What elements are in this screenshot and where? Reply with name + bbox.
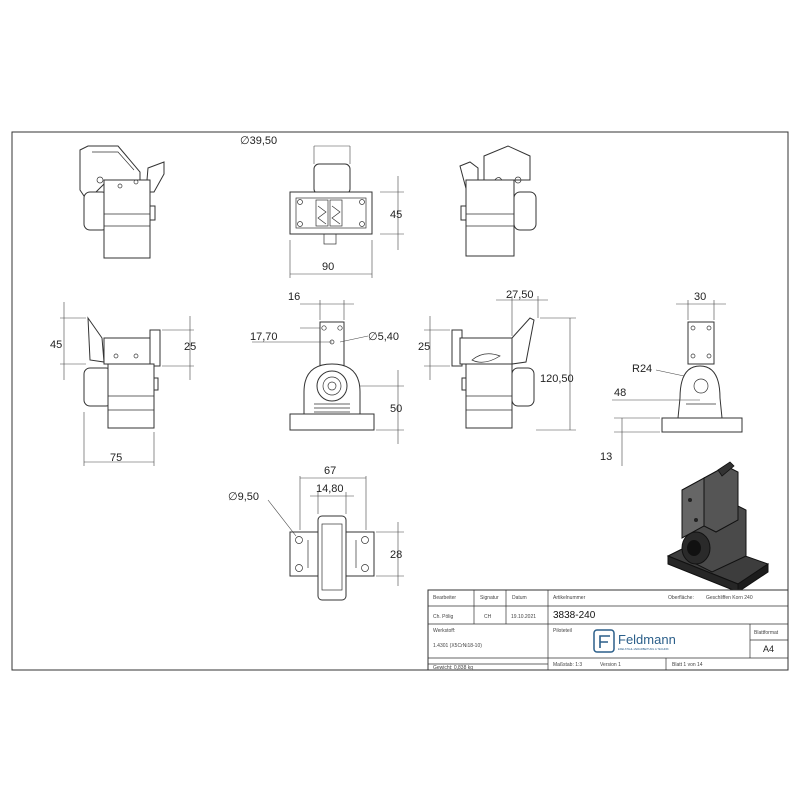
view-side-right-middle: 27,50 25 120,50	[418, 289, 576, 431]
dim-side-r24: R24	[632, 363, 652, 375]
tb-artikelnummer: 3838-240	[553, 610, 596, 621]
tb-col-artikelnummer: Artikelnummer	[553, 595, 586, 601]
dim-right-12050: 120,50	[540, 373, 574, 385]
drawing-frame	[11, 131, 789, 671]
company-subtitle: EDELSTAHL-VERARBEITUNG & TECHNIK	[618, 647, 669, 651]
dim-left-75: 75	[110, 452, 122, 464]
dim-front-1770: 17,70	[250, 331, 278, 343]
title-block: Bearbeiter Signatur Datum Artikelnummer …	[427, 589, 789, 671]
tb-signatur: CH	[484, 614, 492, 620]
tb-werkstoff-label: Werkstoff:	[433, 628, 455, 634]
tb-pilotieteil: Piloteteil	[553, 628, 572, 634]
tb-datum: 19.10.2021	[511, 614, 536, 620]
tb-oberflaeche-value: Geschliffen Korn 240	[706, 595, 753, 601]
dim-top-height: 45	[390, 209, 402, 221]
dim-bottom-67: 67	[324, 465, 336, 477]
tb-version: Version 1	[600, 662, 621, 668]
company-name: Feldmann	[618, 632, 676, 647]
view-front-center: 16 17,70 ∅5,40 50	[250, 291, 404, 444]
dim-side-30: 30	[694, 291, 706, 303]
tb-werkstoff-value: 1.4301 (X5CrNi18-10)	[433, 643, 482, 649]
dim-bottom-1480: 14,80	[316, 483, 344, 495]
dim-top-width: 90	[322, 261, 334, 273]
tb-blattformat-value: A4	[763, 644, 774, 654]
dim-front-16: 16	[288, 291, 300, 303]
dim-top-diameter: ∅39,50	[240, 135, 277, 147]
view-bottom-plan: 67 14,80 ∅9,50 28	[228, 465, 404, 601]
dim-side-13: 13	[600, 451, 612, 463]
dim-left-45: 45	[50, 339, 62, 351]
tb-col-oberflaeche: Oberfläche:	[668, 595, 694, 601]
view-isometric	[666, 461, 770, 593]
view-side-right-top	[459, 145, 537, 257]
dim-bottom-dia950: ∅9,50	[228, 491, 259, 503]
dim-bottom-28: 28	[390, 549, 402, 561]
tb-gewicht: Gewicht: 0,838 kg	[433, 665, 473, 671]
dim-right-25: 25	[418, 341, 430, 353]
tb-col-bearbeiter: Bearbeiter	[433, 595, 456, 601]
dim-front-50: 50	[390, 403, 402, 415]
view-side-left-top	[79, 145, 165, 259]
company-logo: Feldmann EDELSTAHL-VERARBEITUNG & TECHNI…	[593, 629, 676, 653]
dim-right-2750: 27,50	[506, 289, 534, 301]
dim-left-25: 25	[184, 341, 196, 353]
view-top-center: ∅39,50 45 90	[240, 135, 404, 278]
tb-bearbeiter: Ch. Pölig	[433, 614, 454, 620]
tb-col-signatur: Signatur	[480, 595, 499, 601]
tb-massstab: Maßstab: 1:3	[553, 662, 582, 668]
tb-blattformat-label: Blattformat	[754, 630, 779, 636]
tb-col-datum: Datum	[512, 595, 527, 601]
view-side-far-right: 30 R24 48 13	[600, 291, 743, 466]
dim-side-48: 48	[614, 387, 626, 399]
view-side-left-middle: 45 25 75	[50, 302, 196, 466]
tb-blatt: Blatt 1 von 14	[672, 662, 703, 668]
dim-front-dia540: ∅5,40	[368, 331, 399, 343]
